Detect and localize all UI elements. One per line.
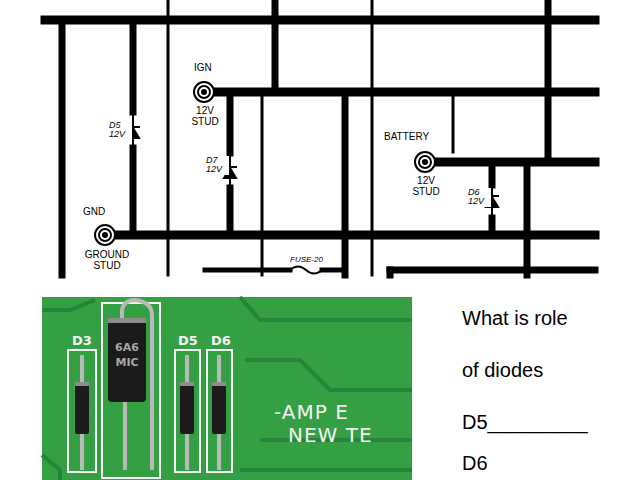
diode-label: D7 12V bbox=[205, 156, 229, 175]
pcb-photo bbox=[42, 297, 412, 480]
question-text: D6 bbox=[462, 452, 488, 474]
diode-marking: 6A6 bbox=[108, 342, 146, 354]
stud-label: BATTERY bbox=[383, 131, 430, 142]
stud-label: IGN bbox=[193, 62, 213, 73]
silkscreen-text: -AMP E bbox=[274, 402, 349, 422]
diode-marking: MIC bbox=[108, 357, 146, 369]
silkscreen-label: D6 bbox=[211, 334, 231, 347]
question-text: of diodes bbox=[462, 359, 543, 381]
question-text: What is role bbox=[462, 307, 568, 329]
stud-label: 12V STUD bbox=[187, 105, 223, 127]
silkscreen-label: D3 bbox=[72, 334, 92, 347]
stud-dots bbox=[102, 89, 428, 238]
stud-label: GROUND STUD bbox=[82, 249, 132, 271]
stud-label: GND bbox=[82, 206, 106, 217]
stud-symbols bbox=[95, 82, 435, 245]
diode-symbols bbox=[126, 127, 499, 207]
question-text: D5_________ bbox=[462, 411, 588, 433]
stud-label: 12V STUD bbox=[408, 175, 444, 197]
wire-group bbox=[45, 0, 595, 275]
diode-label: D6 12V bbox=[467, 188, 491, 207]
silkscreen-label: D5 bbox=[178, 334, 198, 347]
fuse-label: FUSE-20 bbox=[289, 256, 324, 264]
diode-label: D5 12V bbox=[108, 121, 132, 140]
silkscreen-text: NEW TE bbox=[288, 425, 373, 445]
